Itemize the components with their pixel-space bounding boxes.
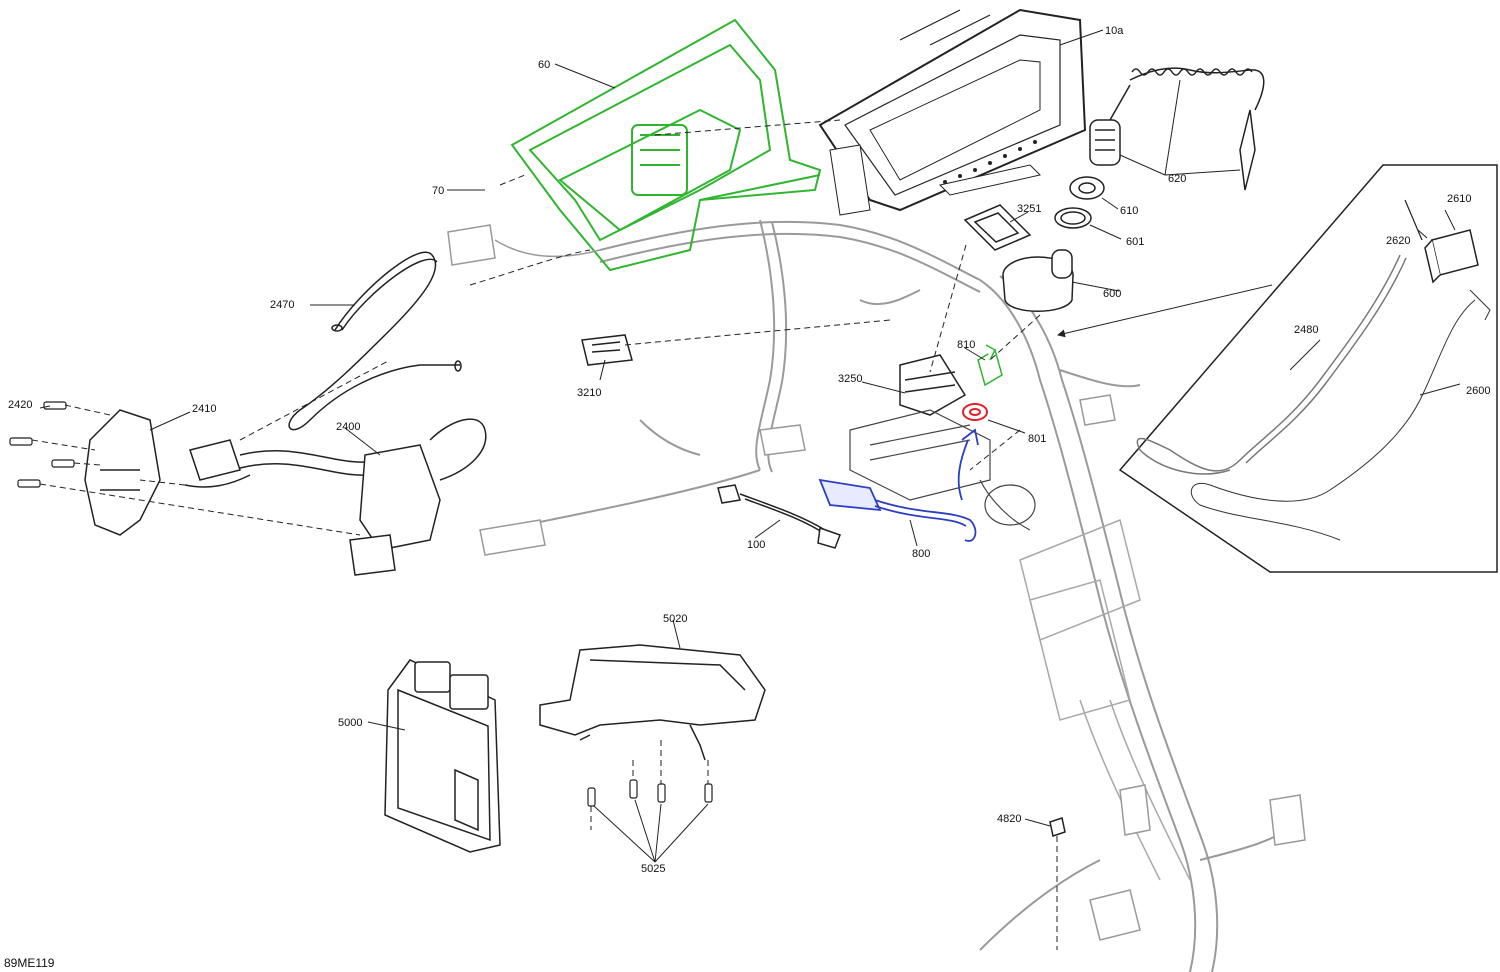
callout-2400: 2400	[336, 421, 360, 433]
leader-lines	[39, 29, 1461, 863]
steering-bracket	[1019, 518, 1191, 881]
callout-3210: 3210	[577, 387, 601, 399]
callout-610: 610	[1120, 205, 1138, 217]
callout-70: 70	[432, 185, 444, 197]
callout-2620: 2620	[1386, 235, 1410, 247]
nut-4820	[1049, 817, 1066, 837]
ecm-bracket-5020	[539, 644, 766, 761]
harness-junction	[849, 409, 1036, 531]
screw-2620	[1404, 199, 1423, 241]
switch-assembly-2400	[184, 418, 487, 576]
dess-switch-3250	[899, 354, 967, 416]
callout-2480: 2480	[1294, 324, 1318, 336]
dess-key-lanyard-620	[1089, 67, 1265, 191]
assembly-dash-lines	[31, 119, 1058, 950]
key-holder-nut-610	[1069, 176, 1105, 200]
harness-wire-2600	[1190, 289, 1491, 541]
figure-code: 89ME119	[4, 956, 55, 970]
seal-801	[962, 403, 988, 421]
antenna-cable-2480	[1136, 254, 1407, 475]
callout-100: 100	[747, 539, 765, 551]
callout-801: 801	[1028, 433, 1046, 445]
bottom-connectors	[479, 394, 1306, 941]
main-wiring-harness	[499, 219, 1301, 972]
inset-detail-box	[1118, 164, 1498, 573]
callout-5025: 5025	[641, 863, 665, 875]
screws-2420	[9, 401, 75, 488]
instrument-cluster-10a	[818, 8, 1087, 216]
instrument-cluster-support-60	[510, 18, 822, 272]
callout-5020: 5020	[663, 613, 687, 625]
callout-601: 601	[1126, 236, 1144, 248]
callout-3251: 3251	[1017, 203, 1041, 215]
callout-2610: 2610	[1447, 193, 1471, 205]
callout-810: 810	[957, 339, 975, 351]
callout-labels: 10a 60 70 620 610 601 600 3251 2610 2620…	[8, 25, 1490, 875]
dess-post-600	[1002, 249, 1074, 312]
ecm-5000	[384, 659, 501, 853]
callout-5000: 5000	[338, 717, 362, 729]
callout-800: 800	[912, 548, 930, 560]
gps-antenna-2610	[1424, 229, 1479, 284]
callout-60: 60	[538, 59, 550, 71]
washer-601	[1054, 207, 1092, 229]
harness-connector-left	[447, 224, 601, 266]
harness-800	[818, 428, 979, 542]
callout-2600: 2600	[1466, 385, 1490, 397]
switch-cover-2410	[84, 409, 161, 536]
callout-2410: 2410	[192, 403, 216, 415]
sensor-810	[977, 344, 1003, 387]
indicator-lights	[943, 140, 1037, 184]
connector-3210	[581, 334, 633, 366]
sensor-cable-100	[717, 484, 841, 549]
callout-4820: 4820	[997, 813, 1021, 825]
callout-2470: 2470	[270, 299, 294, 311]
drain-hose-2470	[288, 251, 462, 431]
grommet-3251	[963, 204, 1032, 251]
callout-2420: 2420	[8, 399, 32, 411]
callout-620: 620	[1168, 173, 1186, 185]
callout-3250: 3250	[838, 373, 862, 385]
callout-10a: 10a	[1105, 25, 1124, 37]
callout-600: 600	[1103, 288, 1121, 300]
screws-5025	[587, 779, 713, 807]
